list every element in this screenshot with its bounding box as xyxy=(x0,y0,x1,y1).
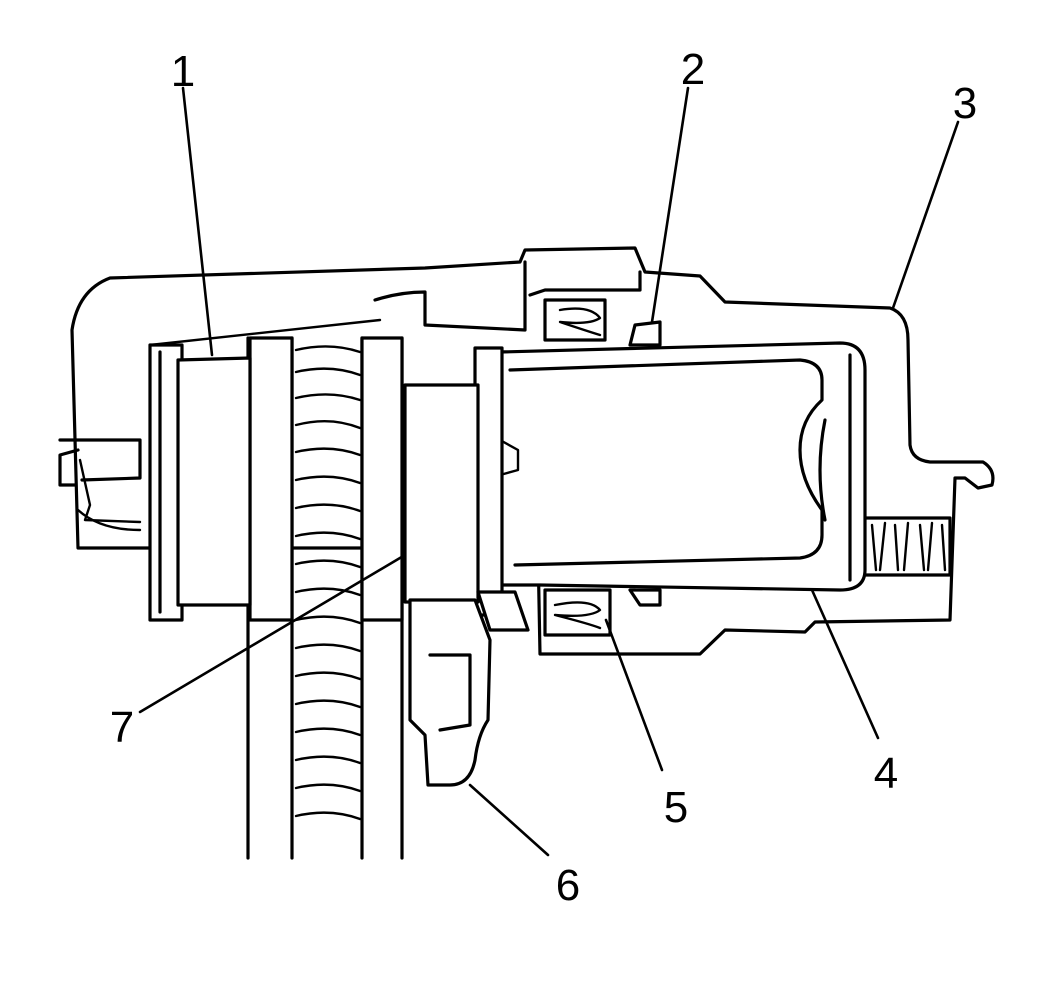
outer-brake-pad xyxy=(148,343,252,622)
leader-line-1 xyxy=(181,86,214,357)
callout-label-6: 6 xyxy=(555,861,581,910)
callout-label-5: 5 xyxy=(663,783,689,832)
leader-line-4 xyxy=(810,588,880,740)
piston-boot-lower xyxy=(543,588,662,637)
brake-rotor xyxy=(246,336,404,860)
leader-line-3 xyxy=(891,120,960,310)
callout-label-2: 2 xyxy=(680,45,706,94)
leader-line-7 xyxy=(138,553,407,714)
leader-line-2 xyxy=(650,86,690,324)
leader-lines xyxy=(138,86,960,857)
leader-line-6 xyxy=(468,783,550,857)
leader-line-5 xyxy=(604,618,664,772)
piston-boot-upper xyxy=(543,298,662,347)
callout-label-7: 7 xyxy=(109,703,135,752)
caliper-piston xyxy=(498,341,867,592)
pad-wear-bracket xyxy=(408,598,492,787)
callout-label-1: 1 xyxy=(170,47,196,96)
callout-label-4: 4 xyxy=(873,749,899,798)
callout-label-3: 3 xyxy=(952,79,978,128)
inner-brake-pad xyxy=(403,346,530,632)
guide-pin-thread xyxy=(858,516,952,577)
